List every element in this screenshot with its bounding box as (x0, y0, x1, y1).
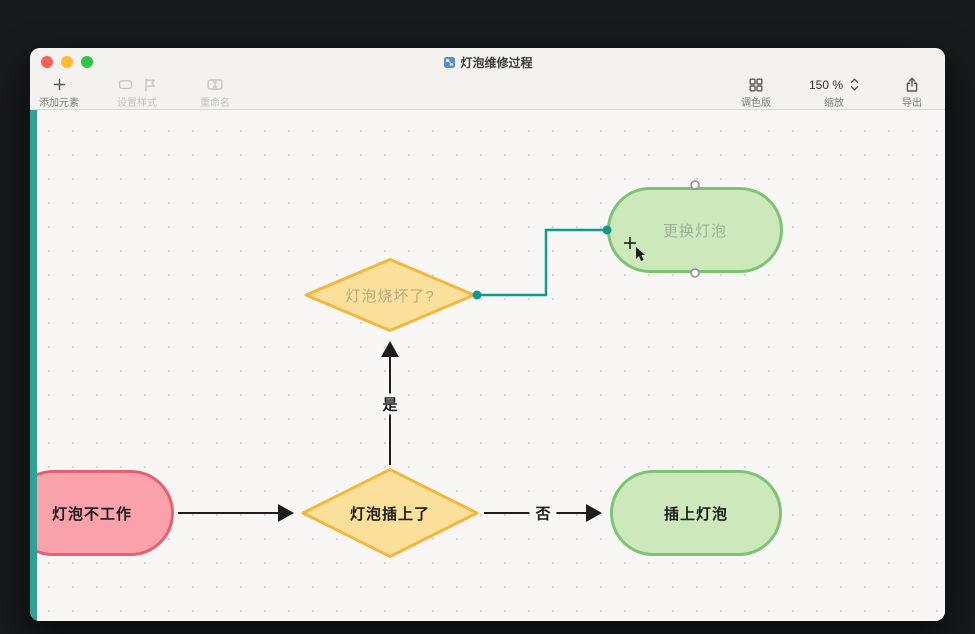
app-window: 灯泡维修过程 添加元素 (30, 48, 945, 621)
zoom-label: 缩放 (823, 98, 844, 109)
node-bulb-burned-out-label: 灯泡烧坏了? (345, 287, 435, 305)
canvas[interactable]: 更换灯泡 灯泡烧坏了? 灯泡不工作 灯泡插上了 插上灯泡 (30, 110, 945, 621)
shape-style-icon (118, 80, 133, 90)
zoom-value: 150 % (808, 77, 843, 92)
flag-icon (145, 78, 155, 91)
set-style-label: 设置样式 (117, 98, 157, 109)
add-element-button[interactable]: 添加元素 (36, 76, 82, 109)
canvas-edge-accent (30, 110, 37, 621)
edge-burned-to-replace[interactable] (477, 228, 604, 297)
node-bulb-plugged-in[interactable]: 灯泡插上了 (300, 467, 480, 559)
export-label: 导出 (902, 98, 922, 109)
set-style-button: 设置样式 (114, 76, 160, 109)
diamond-shape (301, 468, 479, 558)
export-button[interactable]: 导出 (889, 76, 935, 109)
palette-label: 调色版 (740, 98, 771, 109)
node-bulb-not-working[interactable]: 灯泡不工作 (30, 470, 174, 556)
palette-grid-icon (749, 78, 763, 92)
fullscreen-button[interactable] (81, 56, 93, 68)
share-icon (906, 77, 918, 92)
diamond-shape (304, 258, 476, 332)
node-bulb-plugged-in-label: 灯泡插上了 (349, 505, 430, 523)
edges-overlay (178, 180, 700, 522)
rename-icon (207, 79, 223, 90)
window-title-text: 灯泡维修过程 (460, 56, 533, 70)
rename-label: 重命名 (200, 98, 230, 109)
window-title: 灯泡维修过程 (442, 54, 533, 71)
node-plug-in-bulb[interactable]: 插上灯泡 (610, 470, 782, 556)
edge-label-no[interactable]: 否 (529, 502, 557, 524)
node-replace-bulb-label: 更换灯泡 (662, 222, 727, 240)
rename-button: 重命名 (192, 76, 238, 109)
add-element-label: 添加元素 (39, 98, 79, 109)
node-bulb-not-working-label: 灯泡不工作 (51, 505, 132, 523)
toolbar: 添加元素 设置样式 (30, 74, 945, 110)
traffic-lights (41, 56, 93, 68)
minimize-button[interactable] (61, 56, 73, 68)
titlebar: 灯泡维修过程 (30, 48, 945, 74)
close-button[interactable] (41, 56, 53, 68)
zoom-stepper-icon[interactable] (850, 77, 859, 92)
toolbar-right-group: 调色版 150 % 缩放 (733, 76, 935, 109)
edge-label-yes[interactable]: 是 (376, 393, 404, 415)
document-icon (443, 57, 455, 68)
node-replace-bulb[interactable]: 更换灯泡 (607, 187, 783, 273)
node-plug-in-bulb-label: 插上灯泡 (663, 505, 728, 523)
node-bulb-burned-out[interactable]: 灯泡烧坏了? (303, 257, 477, 333)
zoom-control[interactable]: 150 % 缩放 (809, 76, 859, 109)
toolbar-left-group: 添加元素 设置样式 (36, 76, 238, 109)
palette-button[interactable]: 调色版 (733, 76, 779, 109)
plus-icon (53, 78, 65, 91)
